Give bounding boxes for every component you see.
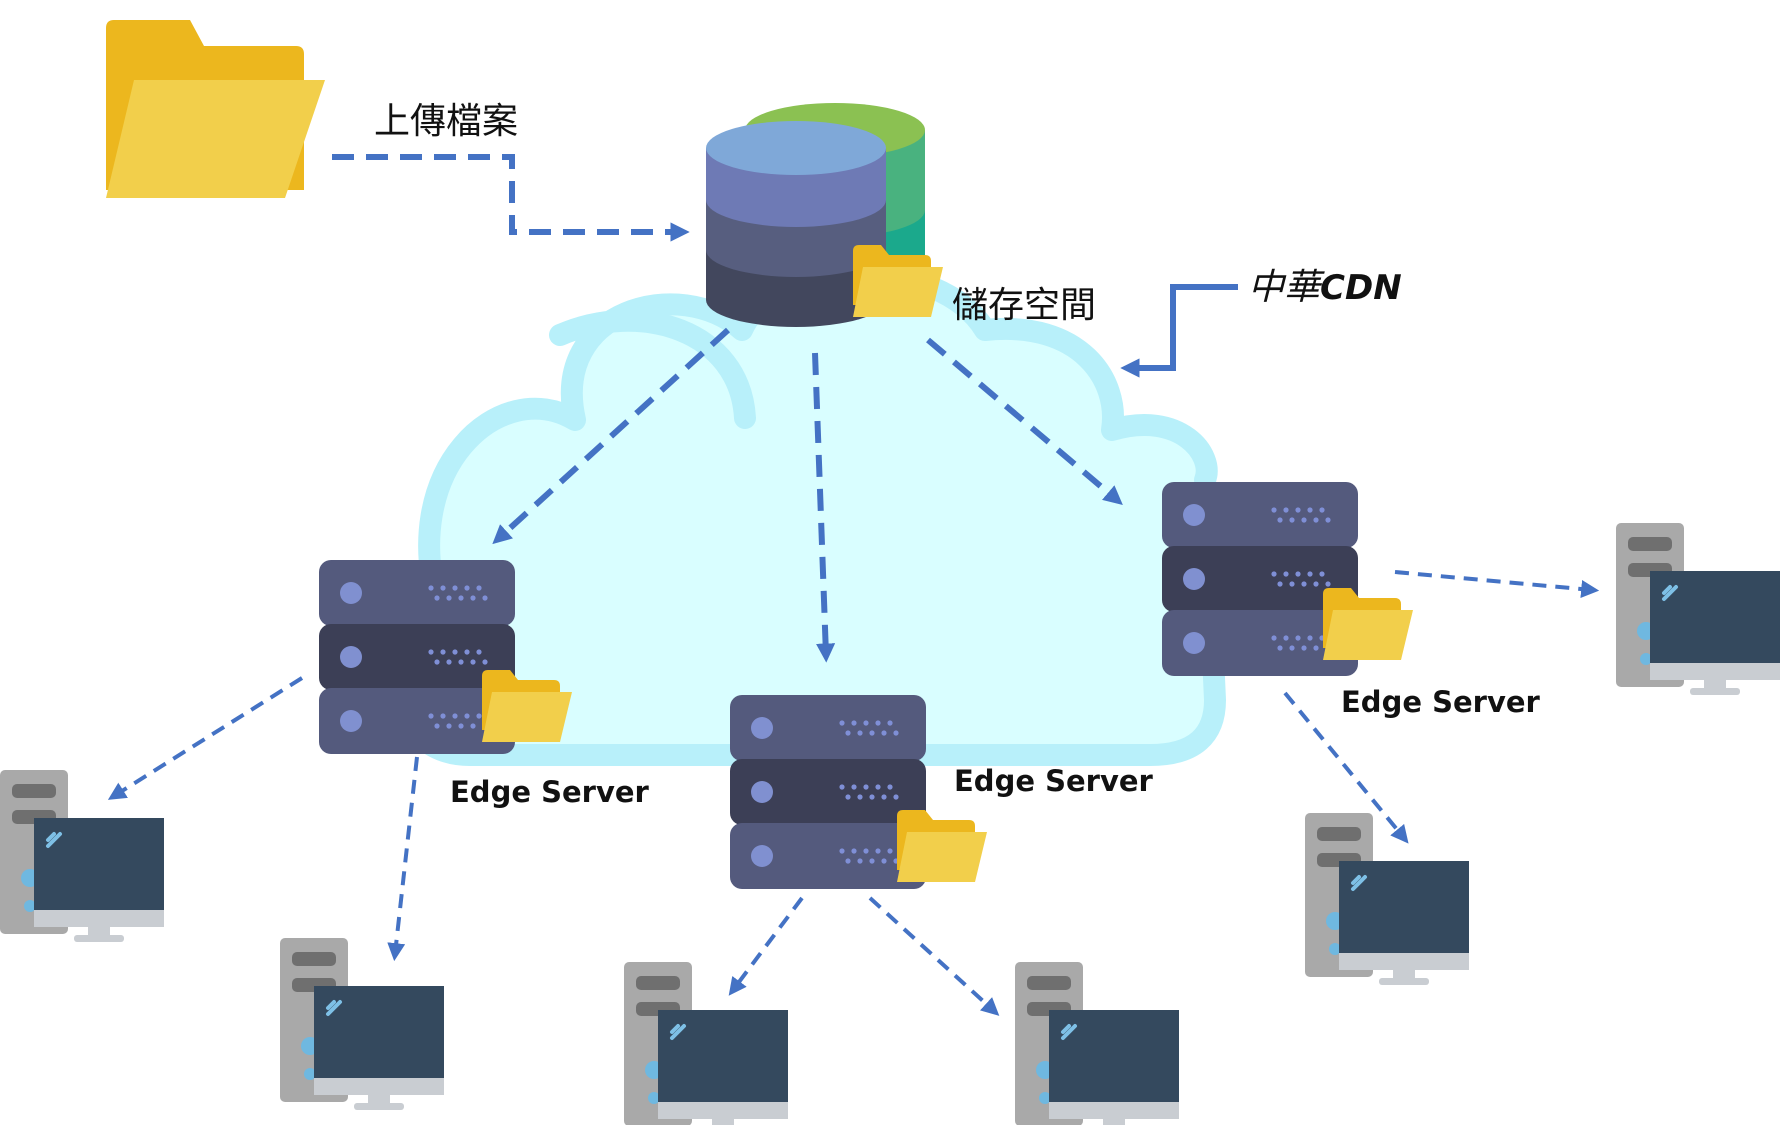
arrow-edge-left-to-pc-1 — [107, 676, 304, 800]
edge-server-left-label: Edge Server — [450, 775, 650, 809]
edge-server-right-label: Edge Server — [1341, 685, 1541, 719]
arrow-storage-to-edge-center — [812, 352, 836, 663]
cdn-label-prefix: 中華 — [1248, 267, 1325, 308]
upload-folder-icon — [106, 20, 325, 198]
desktop-computer-icon — [1013, 960, 1181, 1125]
desktop-computer-icon — [0, 768, 166, 944]
arrow-edge-right-to-pc-5 — [1283, 691, 1409, 844]
arrow-edge-center-to-pc-4 — [868, 896, 1000, 1016]
edge-server-center-label: Edge Server — [954, 764, 1154, 798]
arrow-edge-center-to-pc-3 — [728, 896, 804, 996]
arrow-upload — [332, 154, 690, 242]
cdn-label-suffix: CDN — [1320, 268, 1402, 308]
edge-server-right-icon — [1162, 482, 1413, 676]
desktop-computer-icon — [278, 936, 446, 1112]
database-icon — [706, 103, 925, 327]
storage-folder-icon — [853, 245, 943, 317]
desktop-computer-icon — [622, 960, 790, 1125]
storage-label: 儲存空間 — [952, 285, 1096, 326]
arrow-edge-right-to-pc-6 — [1394, 570, 1600, 598]
desktop-computer-icon — [1303, 811, 1471, 987]
arrow-edge-left-to-pc-2 — [387, 756, 419, 962]
arrow-storage-to-edge-left — [492, 327, 731, 545]
arrow-storage-to-edge-right — [926, 337, 1123, 505]
desktop-computer-icon — [1614, 521, 1781, 697]
upload-label: 上傳檔案 — [374, 101, 518, 142]
arrow-cdn-pointer — [1120, 284, 1238, 378]
cdn-label: 中華CDN — [1248, 267, 1402, 308]
